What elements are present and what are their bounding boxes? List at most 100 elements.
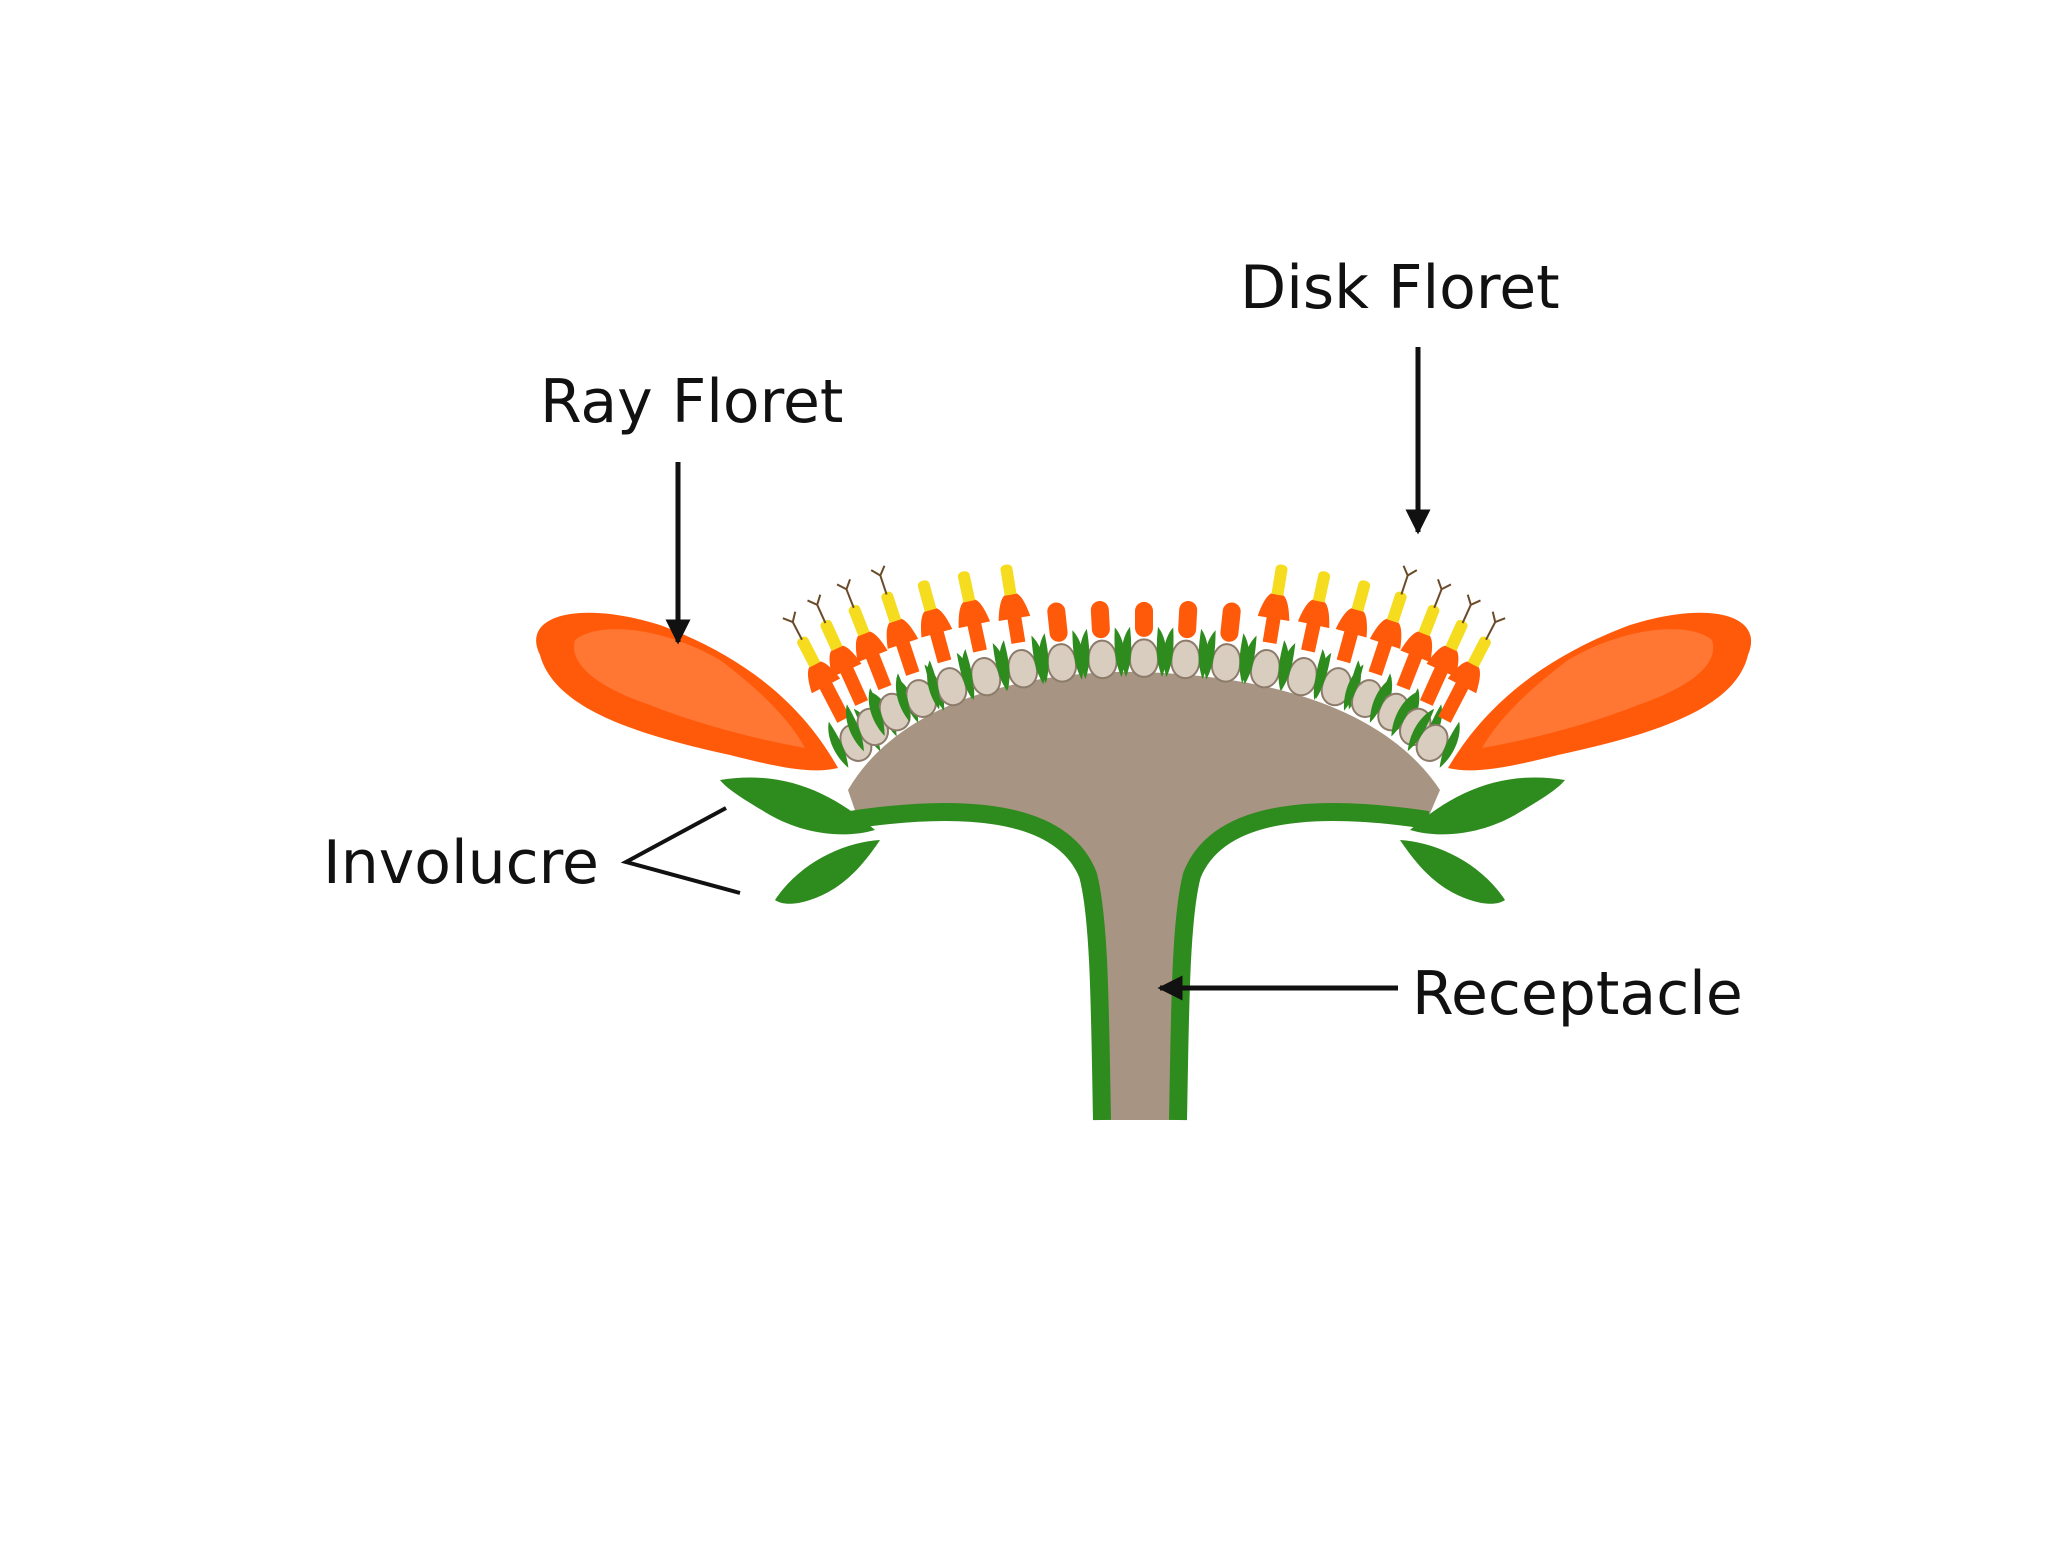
corolla-tube	[929, 629, 952, 664]
pappus-bract	[828, 721, 849, 768]
ovary	[1087, 639, 1118, 680]
pappus-bract	[961, 649, 973, 699]
corolla-tube	[1396, 651, 1423, 691]
receptacle-label: Receptacle	[1412, 959, 1743, 1029]
corolla-tube	[1007, 615, 1026, 644]
disk-floret	[1038, 602, 1084, 684]
stamen	[797, 636, 821, 668]
ovary	[1170, 639, 1201, 680]
corolla-bud	[1090, 600, 1110, 639]
pappus-bract	[846, 704, 864, 752]
ovary	[1210, 643, 1242, 683]
corolla-tube	[895, 639, 920, 676]
disk-floret	[1079, 600, 1125, 680]
pappus-bract	[868, 688, 885, 737]
pappus-bract	[1343, 664, 1364, 711]
pappus-bract	[895, 673, 910, 722]
ray-floret-right	[1448, 612, 1752, 771]
corolla-lobes	[829, 645, 862, 678]
pappus-bract	[1313, 652, 1332, 701]
pappus-bract	[1243, 635, 1257, 685]
stamen	[1351, 580, 1371, 612]
pappus-bract	[1407, 708, 1435, 752]
corolla-lobes	[1257, 593, 1290, 621]
corolla-bud	[1135, 601, 1153, 637]
stigma	[1461, 594, 1481, 624]
stigma	[836, 578, 855, 609]
disk-floret	[1163, 600, 1209, 680]
stigma	[1433, 578, 1452, 609]
corolla-tube	[1438, 680, 1470, 723]
disk-floret	[1407, 611, 1506, 768]
corolla-tube	[1368, 639, 1393, 676]
corolla-bud	[1047, 602, 1068, 642]
stamen	[917, 580, 937, 612]
corolla-lobes	[855, 631, 888, 663]
corolla-tube	[865, 651, 892, 691]
pappus-bract	[1280, 643, 1296, 692]
corolla-tube	[967, 621, 987, 653]
corolla-tube	[839, 665, 869, 706]
disk-floret	[917, 580, 975, 710]
stamen	[820, 620, 843, 652]
disk-floret	[1121, 601, 1167, 678]
corolla-tube	[1262, 615, 1281, 644]
corolla-lobes	[886, 618, 919, 649]
corolla-bud	[1220, 602, 1241, 642]
pappus-bract	[1038, 633, 1049, 684]
disk-florets	[782, 564, 1506, 768]
pappus-bract	[1121, 626, 1132, 677]
stamen	[848, 605, 870, 637]
disk-floret-label: Disk Floret	[1240, 253, 1560, 323]
stigma	[1485, 611, 1506, 641]
stigma	[807, 594, 827, 624]
corolla-lobes	[958, 599, 991, 629]
pappus-bract	[1391, 692, 1416, 737]
pappus-bract	[1072, 630, 1084, 680]
stamen	[1386, 591, 1407, 623]
corolla-tube	[1336, 629, 1359, 664]
disk-floret	[1204, 602, 1250, 684]
pappus-bract	[1163, 627, 1174, 678]
disk-floret	[870, 565, 945, 722]
pappus-bract	[1369, 677, 1392, 723]
stamen	[957, 571, 976, 603]
corolla-lobes	[1369, 618, 1402, 649]
pappus-bract	[927, 660, 940, 710]
stamen	[1271, 564, 1288, 596]
involucre-label: Involucre	[323, 828, 599, 898]
corolla-tube	[1419, 665, 1449, 706]
pappus-bract	[1204, 630, 1216, 680]
stamen	[1312, 571, 1331, 603]
stigma	[782, 611, 803, 641]
corolla-lobes	[1426, 645, 1459, 678]
stamen	[1000, 564, 1017, 596]
ray-floret-label: Ray Floret	[540, 367, 844, 437]
corolla-lobes	[1297, 599, 1330, 629]
corolla-tube	[1301, 621, 1321, 653]
pappus-bract	[999, 640, 1010, 691]
pappus-bract	[1439, 721, 1460, 768]
corolla-lobes	[998, 593, 1031, 621]
ray-floret-left	[536, 612, 838, 771]
stamen	[881, 591, 902, 623]
corolla-lobes	[1335, 607, 1367, 638]
ovary	[1128, 638, 1160, 678]
involucre-bracket	[620, 806, 741, 895]
stigma	[1400, 565, 1418, 595]
receptacle-body	[720, 671, 1565, 1121]
stigma	[870, 565, 888, 595]
stamen	[1418, 605, 1440, 637]
ovary	[1046, 643, 1078, 683]
stamen	[1445, 620, 1468, 652]
corolla-lobes	[1447, 661, 1481, 694]
pappus-bract	[1114, 627, 1125, 678]
pappus-bract	[1079, 628, 1090, 680]
corolla-tube	[818, 680, 850, 723]
stamen	[1467, 636, 1491, 668]
corolla-bud	[1178, 600, 1198, 639]
corolla-lobes	[921, 607, 953, 638]
disk-floret	[1313, 580, 1371, 710]
